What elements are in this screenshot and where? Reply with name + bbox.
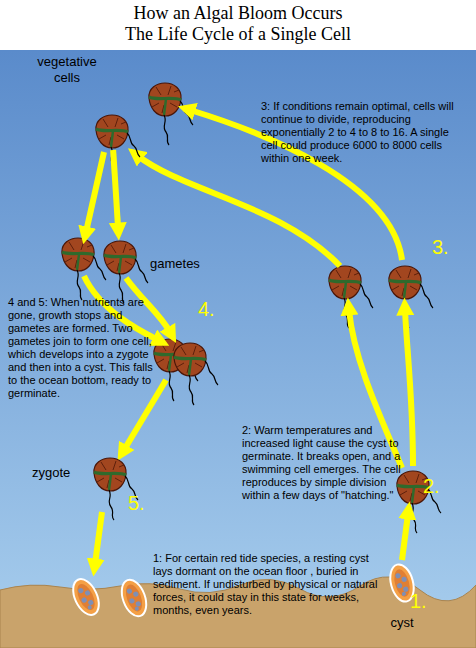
stage-cell: zygote [92,457,128,493]
cycle-arrow [113,150,118,228]
cycle-arrow [402,514,408,560]
stage-label: cyst [380,615,424,631]
callout-number: 2. [423,475,440,497]
callout-number: 5. [128,492,145,514]
cycle-arrow [138,156,340,266]
stage-note: 3: If conditions remain optimal, cells w… [261,100,461,165]
stage-label: gametes [150,256,220,272]
stage-note: 1: For certain red tide species, a resti… [153,552,381,617]
callout-number: 3. [432,236,449,258]
fusing-gamete [174,343,218,405]
cell-outline [94,114,130,150]
resting-cyst [117,576,151,619]
callout-number: 1. [410,590,427,612]
algal-cell [62,238,106,300]
title: How an Algal Bloom Occurs The Life Cycle… [121,3,355,45]
algal-cell [104,241,148,303]
stage-label: vegetative cells [32,54,102,86]
callout-number: 4. [198,298,215,320]
cycle-arrow [86,152,104,232]
cell-outline [92,457,128,493]
cell-outline [102,240,138,276]
cycle-arrow [95,512,102,564]
algal-cell [397,471,441,533]
stage-note: 4 and 5: When nutrients are gone, growth… [8,296,153,400]
algal-cell [96,115,140,177]
algal-cell [389,266,433,328]
resting-cyst [68,575,104,619]
stage-cell: vegetative cells [94,114,130,150]
cycle-arrow [124,380,166,450]
stage-cell: gametes [102,240,138,276]
cycle-arrow [405,310,413,466]
water-background [0,50,476,648]
algal-cell [149,83,193,145]
stage-note: 2: Warm temperatures and increased light… [242,424,414,502]
stage-label: zygote [32,465,84,481]
